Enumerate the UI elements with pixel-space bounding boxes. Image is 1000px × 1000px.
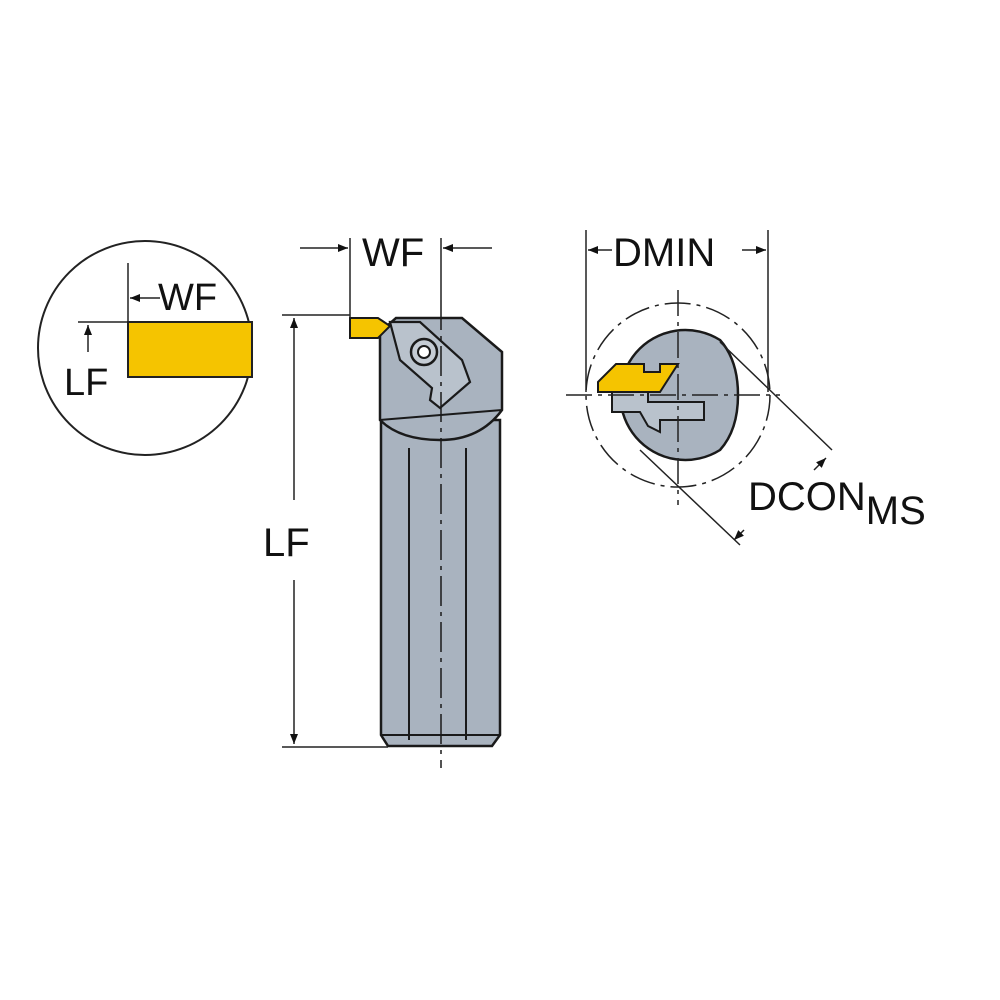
head-clamp bbox=[388, 320, 472, 410]
end-view-clamp bbox=[611, 391, 705, 434]
end-view-insert bbox=[597, 363, 680, 393]
detail-wf-label: WF bbox=[158, 277, 217, 319]
detail-lf-label: LF bbox=[64, 362, 108, 404]
dcon-label-main: DCON bbox=[748, 475, 866, 519]
detail-insert bbox=[127, 321, 253, 378]
main-wf-label: WF bbox=[362, 231, 424, 275]
dmin-dimension: DMIN bbox=[585, 230, 769, 392]
dmin-label: DMIN bbox=[613, 231, 715, 275]
dcon-dimension: DCONMS bbox=[639, 341, 926, 546]
boring-bar bbox=[349, 300, 504, 768]
main-wf-dimension: WF bbox=[300, 231, 492, 318]
dcon-label-subscript: MS bbox=[866, 489, 926, 533]
main-lf-dimension: LF bbox=[263, 314, 388, 748]
clamp-screw-hole-icon bbox=[417, 345, 431, 359]
dcon-label: DCONMS bbox=[748, 475, 926, 533]
end-view bbox=[566, 290, 780, 505]
main-lf-label: LF bbox=[263, 521, 310, 565]
detail-view: WF LF bbox=[37, 240, 253, 456]
cutting-insert bbox=[349, 317, 392, 339]
